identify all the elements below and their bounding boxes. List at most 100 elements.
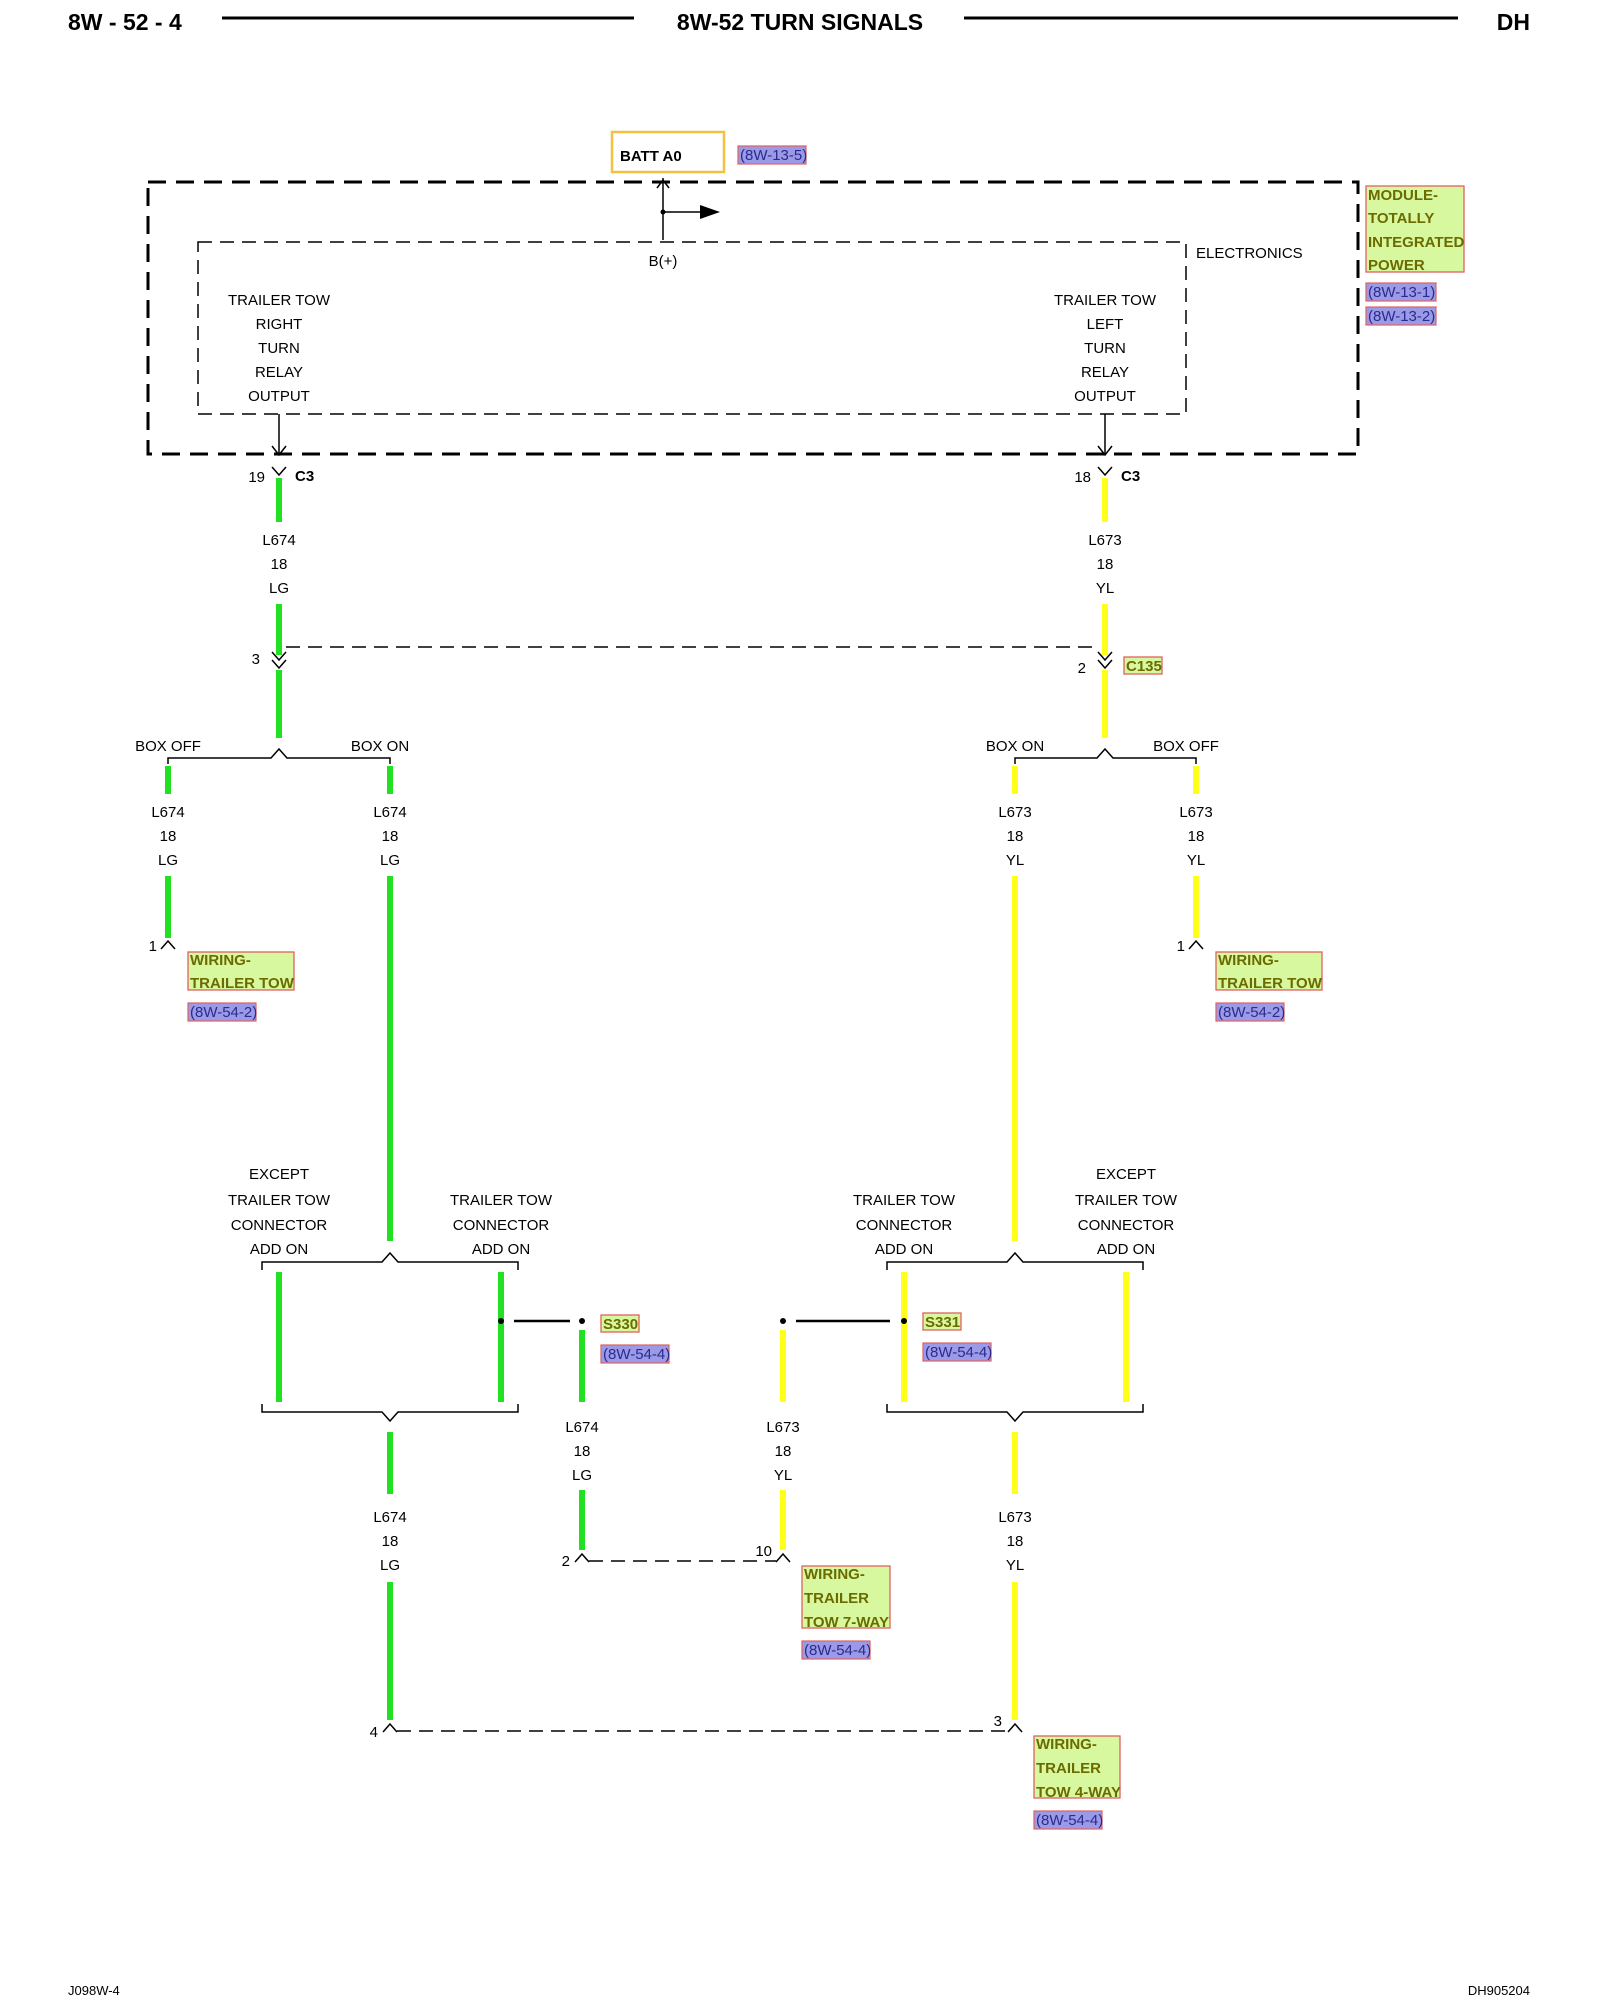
svg-text:L674: L674 (373, 1509, 406, 1526)
splice-s331-label-box[interactable] (922, 1312, 962, 1331)
c3-left-pin-symbol (271, 466, 287, 477)
svg-text:L673: L673 (766, 1419, 799, 1436)
box-on-label-left: BOX ON (351, 738, 409, 755)
trailer-tow-ref-badge-left[interactable] (187, 1002, 257, 1022)
splice-s331-ref-badge[interactable] (922, 1342, 992, 1362)
trailer-tow-pin-1-left: 1 (149, 938, 157, 955)
svg-text:TRAILER TOW: TRAILER TOW (228, 1192, 331, 1209)
svg-text:CONNECTOR: CONNECTOR (1078, 1217, 1175, 1234)
wiring-trailer-tow-4-way-component[interactable]: WIRING- TRAILER TOW 4-WAY (1033, 1735, 1121, 1801)
seven-way-ref-link[interactable]: (8W-54-4) (804, 1642, 871, 1659)
splice-s330-label[interactable]: S330 (603, 1316, 638, 1333)
tipm-ref-badge-1[interactable] (1365, 282, 1437, 302)
svg-text:ADD ON: ADD ON (250, 1241, 308, 1258)
svg-text:L674: L674 (373, 804, 406, 821)
wiring-trailer-tow-7-way-component[interactable]: WIRING- TRAILER TOW 7-WAY (801, 1565, 891, 1631)
c135-pin-2: 2 (1078, 660, 1086, 677)
addon-label-right: TRAILER TOW CONNECTOR ADD ON (853, 1192, 956, 1258)
c3-connector-label-right: C3 (1121, 468, 1140, 485)
svg-text:LEFT: LEFT (1087, 316, 1124, 333)
splice-s330-ref-badge[interactable] (600, 1344, 670, 1364)
splice-s330-label-box[interactable] (600, 1314, 640, 1333)
wiring-trailer-tow-component-left[interactable]: WIRING- TRAILER TOW (187, 951, 295, 992)
trailer-tow-ref-badge-right[interactable] (1215, 1002, 1285, 1022)
svg-text:TURN: TURN (1084, 340, 1126, 357)
seven-way-ref-badge[interactable] (801, 1640, 871, 1660)
splice-s331-label[interactable]: S331 (925, 1314, 960, 1331)
batt-a0-box (610, 130, 726, 174)
svg-text:YL: YL (1006, 1557, 1024, 1574)
svg-text:TRAILER TOW: TRAILER TOW (1054, 292, 1157, 309)
four-way-pin-3: 3 (994, 1713, 1002, 1730)
svg-text:18: 18 (382, 1533, 399, 1550)
batt-ref-badge[interactable] (737, 145, 807, 165)
trailer-tow-ref-link-right[interactable]: (8W-54-2) (1218, 1004, 1285, 1021)
svg-text:LG: LG (269, 580, 289, 597)
c135-label-box[interactable] (1123, 656, 1163, 675)
svg-text:YL: YL (1006, 852, 1024, 869)
svg-text:18: 18 (382, 828, 399, 845)
svg-text:ADD ON: ADD ON (472, 1241, 530, 1258)
seven-way-pin-10: 10 (755, 1543, 772, 1560)
wire-label-l673-4way: L673 18 YL (998, 1509, 1031, 1574)
wire-label-l673-box-on: L673 18 YL (998, 804, 1031, 869)
four-way-pin-symbol-yl (1007, 1722, 1023, 1733)
wire-label-l674-box-on: L674 18 LG (373, 804, 406, 869)
left-turn-relay-output-label: TRAILER TOW LEFT TURN RELAY OUTPUT (1054, 292, 1157, 405)
four-way-ref-link[interactable]: (8W-54-4) (1036, 1812, 1103, 1829)
svg-text:INTEGRATED: INTEGRATED (1368, 234, 1465, 251)
tipm-ref-badge-2[interactable] (1365, 306, 1437, 326)
svg-text:TURN: TURN (258, 340, 300, 357)
c3-pin-18: 18 (1074, 469, 1091, 486)
wire-label-l673-box-off: L673 18 YL (1179, 804, 1212, 869)
svg-text:POWER: POWER (1368, 257, 1425, 274)
splice-s330-ref-link[interactable]: (8W-54-4) (603, 1346, 670, 1363)
electronics-label: ELECTRONICS (1196, 245, 1303, 262)
svg-text:18: 18 (574, 1443, 591, 1460)
c3-right-pin-symbol (1097, 466, 1113, 477)
seven-way-pin-symbol-yl (775, 1552, 791, 1563)
trailer-tow-pin-symbol-left (160, 939, 176, 950)
wire-label-l674-7way: L674 18 LG (565, 1419, 598, 1484)
svg-text:LG: LG (158, 852, 178, 869)
svg-text:CONNECTOR: CONNECTOR (856, 1217, 953, 1234)
tipm-ref-link-2[interactable]: (8W-13-2) (1368, 308, 1435, 325)
svg-text:MODULE-: MODULE- (1368, 187, 1438, 204)
four-way-ref-badge[interactable] (1033, 1810, 1103, 1830)
svg-text:TOW 7-WAY: TOW 7-WAY (804, 1614, 889, 1631)
svg-text:L674: L674 (565, 1419, 598, 1436)
box-option-bracket-left (167, 747, 391, 764)
trailer-tow-pin-symbol-right (1188, 939, 1204, 950)
box-off-label-right: BOX OFF (1153, 738, 1219, 755)
four-way-pin-symbol-lg (382, 1722, 398, 1733)
box-off-label-left: BOX OFF (135, 738, 201, 755)
wiring-trailer-tow-component-right[interactable]: WIRING- TRAILER TOW (1215, 951, 1323, 992)
svg-text:LG: LG (572, 1467, 592, 1484)
svg-text:LG: LG (380, 852, 400, 869)
svg-text:TRAILER TOW: TRAILER TOW (1218, 975, 1323, 992)
svg-text:EXCEPT: EXCEPT (249, 1166, 309, 1183)
splice-s331-ref-link[interactable]: (8W-54-4) (925, 1344, 992, 1361)
tipm-ref-link-1[interactable]: (8W-13-1) (1368, 284, 1435, 301)
svg-text:ADD ON: ADD ON (875, 1241, 933, 1258)
svg-text:OUTPUT: OUTPUT (248, 388, 310, 405)
c135-connector-label[interactable]: C135 (1126, 658, 1162, 675)
page-title: 8W-52 TURN SIGNALS (677, 9, 923, 35)
addon-label-left: TRAILER TOW CONNECTOR ADD ON (450, 1192, 553, 1258)
batt-ref-link[interactable]: (8W-13-5) (740, 147, 807, 164)
svg-text:TRAILER TOW: TRAILER TOW (450, 1192, 553, 1209)
svg-text:TRAILER TOW: TRAILER TOW (190, 975, 295, 992)
svg-text:YL: YL (1187, 852, 1205, 869)
svg-text:L673: L673 (998, 804, 1031, 821)
addon-option-bracket-top-left (261, 1251, 519, 1270)
svg-text:L674: L674 (151, 804, 184, 821)
trailer-tow-ref-link-left[interactable]: (8W-54-2) (190, 1004, 257, 1021)
svg-text:YL: YL (1096, 580, 1114, 597)
svg-text:TRAILER: TRAILER (804, 1590, 869, 1607)
wire-label-l673-top: L673 18 YL (1088, 532, 1121, 597)
tipm-component-label[interactable]: MODULE- TOTALLY INTEGRATED POWER (1365, 185, 1465, 274)
c3-connector-label-left: C3 (295, 468, 314, 485)
wire-label-l674-top: L674 18 LG (262, 532, 295, 597)
svg-text:TRAILER TOW: TRAILER TOW (1075, 1192, 1178, 1209)
svg-text:RELAY: RELAY (1081, 364, 1129, 381)
